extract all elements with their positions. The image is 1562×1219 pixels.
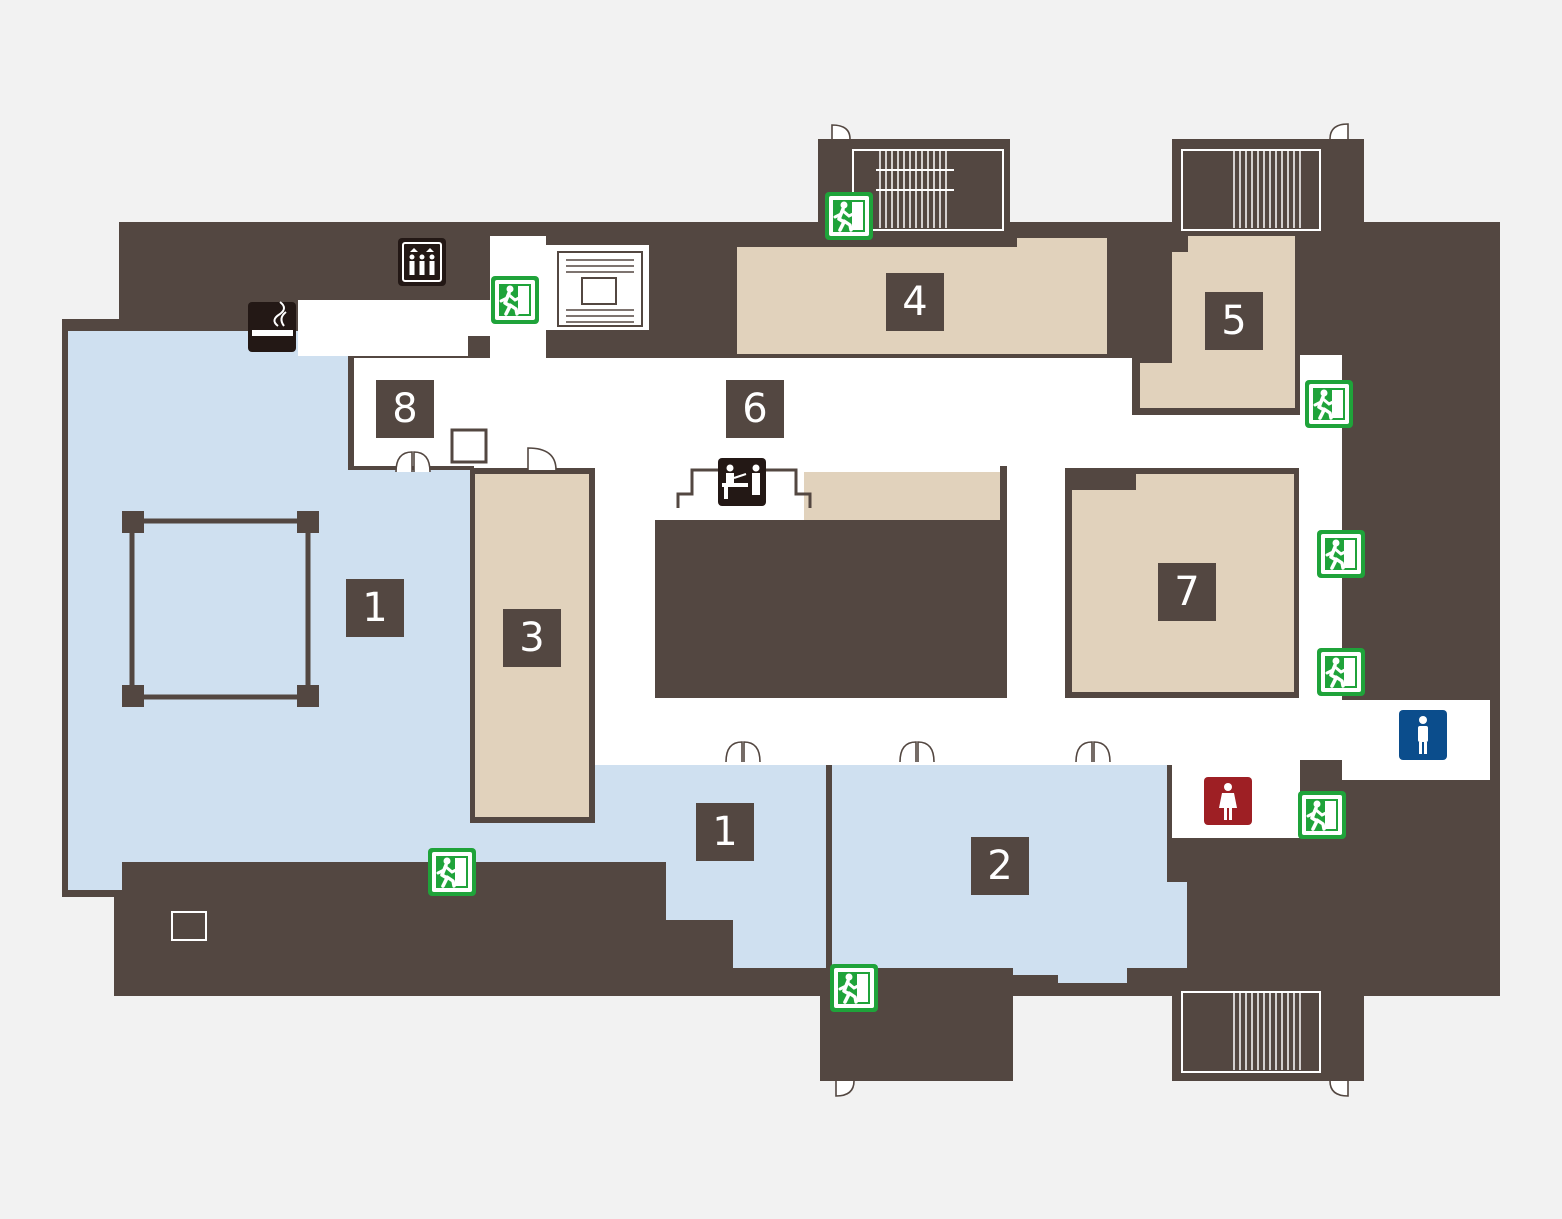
restroom-women-icon <box>1204 777 1252 825</box>
emergency-exit-icon <box>489 274 541 326</box>
emergency-exit-icon <box>823 190 875 242</box>
room-3-label[interactable]: 3 <box>503 609 561 667</box>
storage-box <box>171 911 207 941</box>
room-number: 1 <box>712 809 737 855</box>
room-number: 8 <box>392 386 417 432</box>
emergency-exit-icon <box>828 962 880 1014</box>
room-8-label[interactable]: 8 <box>376 380 434 438</box>
emergency-exit-icon <box>426 846 478 898</box>
smoking-area-icon <box>248 301 296 352</box>
room-4-label[interactable]: 4 <box>886 273 944 331</box>
hall-2-label[interactable]: 2 <box>971 837 1029 895</box>
emergency-exit-icon <box>1296 789 1348 841</box>
room-number: 4 <box>902 279 927 325</box>
stairwell-top-right <box>1172 123 1364 235</box>
hall-1-south-label[interactable]: 1 <box>696 803 754 861</box>
room-number: 3 <box>519 615 544 661</box>
emergency-exit-icon <box>1303 378 1355 430</box>
room-5-label[interactable]: 5 <box>1205 292 1263 350</box>
lobby-6-label[interactable]: 6 <box>726 380 784 438</box>
stairwell-bottom-right <box>1172 985 1364 1097</box>
doors <box>395 447 1111 1097</box>
hall-1-main[interactable] <box>68 331 826 968</box>
room-number: 6 <box>742 386 767 432</box>
hall-1-main-label[interactable]: 1 <box>346 579 404 637</box>
room-number: 1 <box>362 585 387 631</box>
room-7-label[interactable]: 7 <box>1158 563 1216 621</box>
room-number: 5 <box>1221 298 1246 344</box>
reception-desk-icon <box>676 458 812 508</box>
room-labels: 1 1 2 3 4 5 6 7 <box>346 273 1263 895</box>
room-number: 7 <box>1174 569 1199 615</box>
emergency-exit-icon <box>1315 528 1367 580</box>
emergency-exit-icon <box>1315 646 1367 698</box>
elevator-icon <box>398 238 446 286</box>
stairwell-top-left <box>557 251 643 327</box>
room-number: 2 <box>987 843 1012 889</box>
restroom-men-icon <box>1399 710 1447 760</box>
